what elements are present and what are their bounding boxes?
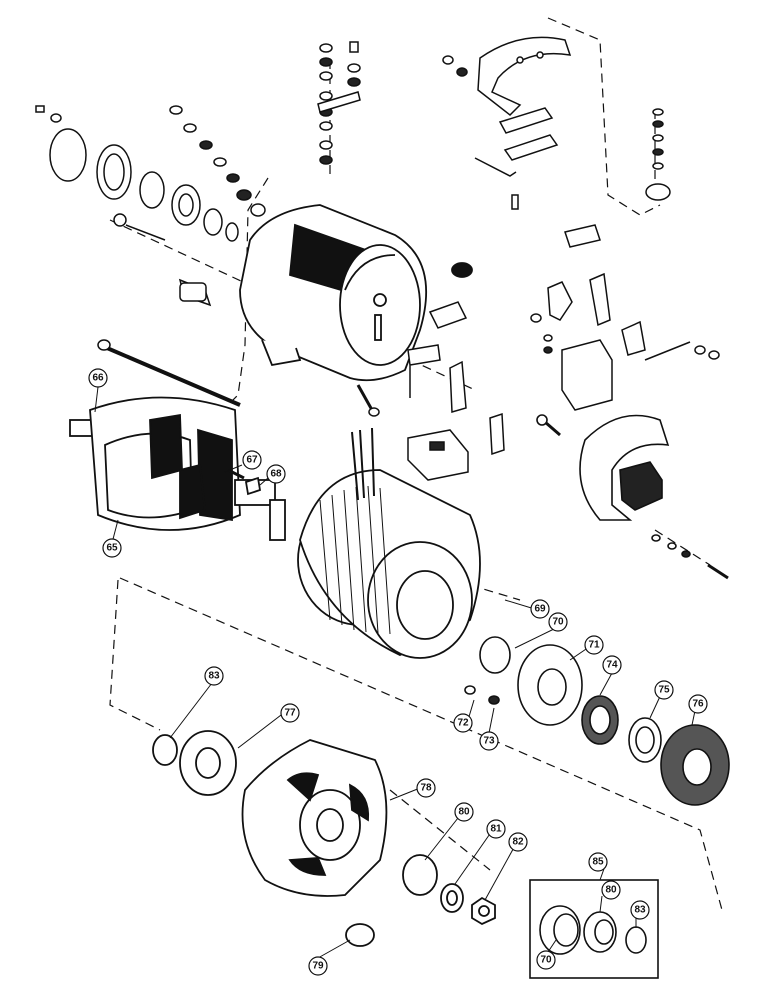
- callout-circle: [548, 612, 568, 632]
- callout-label: 85: [592, 857, 604, 868]
- callout-label: 81: [490, 824, 502, 835]
- callout-circle: [308, 956, 328, 976]
- callout-label: 70: [540, 955, 552, 966]
- rotor-assembly: [69, 396, 286, 541]
- callout-circle: [654, 680, 674, 700]
- callout-circle: [602, 655, 622, 675]
- callout-65: 65: [102, 538, 122, 558]
- callout-circle: [266, 464, 286, 484]
- alternator-frame-housing: [239, 204, 473, 382]
- callout-circle: [601, 880, 621, 900]
- callout-70: 70: [548, 612, 568, 632]
- callout-79: 79: [308, 956, 328, 976]
- callout-circle: [508, 832, 528, 852]
- callout-circle: [530, 599, 550, 619]
- callout-label: 66: [92, 373, 104, 384]
- terminal-hardware-stack: [317, 41, 361, 165]
- callout-label: 75: [658, 685, 670, 696]
- callout-72: 72: [453, 713, 473, 733]
- callout-83: 83: [204, 666, 224, 686]
- callout-label: 74: [606, 660, 618, 671]
- callout-bubbles: 65 66 67 68 69 70 71 72 73 74 75 76 77 78 79 80 81 82 83 85…: [88, 368, 708, 976]
- callout-label: 71: [588, 640, 600, 651]
- callout-74: 74: [602, 655, 622, 675]
- callout-circle: [204, 666, 224, 686]
- callout-circle: [416, 778, 436, 798]
- callout-circle: [486, 819, 506, 839]
- callout-label: 80: [458, 807, 470, 818]
- callout-label: 78: [420, 783, 432, 794]
- callout-label: 82: [512, 837, 524, 848]
- callout-76: 76: [688, 694, 708, 714]
- callout-label: 83: [208, 671, 220, 682]
- callout-85: 85: [588, 852, 608, 872]
- callout-75: 75: [654, 680, 674, 700]
- callout-label: 77: [284, 708, 296, 719]
- callout-circle: [588, 852, 608, 872]
- callout-69: 69: [530, 599, 550, 619]
- callout-circle: [280, 703, 300, 723]
- callout-label: 83: [634, 905, 646, 916]
- callout-circle: [630, 900, 650, 920]
- callout-label: 72: [457, 718, 469, 729]
- callout-label: 65: [106, 543, 118, 554]
- callout-label: 79: [312, 961, 324, 972]
- callout-68: 68: [266, 464, 286, 484]
- kit-callout-70: 70: [536, 950, 556, 970]
- kit-callout-83: 83: [630, 900, 650, 920]
- rectifier-heat-sink: [536, 414, 729, 580]
- end-cover-and-bearing: [35, 105, 266, 307]
- callout-circle: [536, 950, 556, 970]
- brush-and-diode-parts: [97, 224, 720, 481]
- callout-67: 67: [242, 450, 262, 470]
- callout-circle: [242, 450, 262, 470]
- drive-end-bearing-parts: [464, 636, 730, 806]
- callout-label: 70: [552, 617, 564, 628]
- callout-label: 73: [483, 736, 495, 747]
- callout-circle: [454, 802, 474, 822]
- service-kit-box: [529, 879, 659, 979]
- callout-label: 68: [270, 469, 282, 480]
- callout-73: 73: [479, 731, 499, 751]
- callout-circle: [88, 368, 108, 388]
- callout-label: 80: [605, 885, 617, 896]
- callout-circle: [584, 635, 604, 655]
- callout-circle: [688, 694, 708, 714]
- callout-80: 80: [454, 802, 474, 822]
- callout-label: 76: [692, 699, 704, 710]
- callout-circle: [453, 713, 473, 733]
- callout-label: 67: [246, 455, 258, 466]
- callout-78: 78: [416, 778, 436, 798]
- callout-82: 82: [508, 832, 528, 852]
- brush-holder-cover: [442, 36, 671, 210]
- callout-77: 77: [280, 703, 300, 723]
- callout-label: 69: [534, 604, 546, 615]
- callout-circle: [479, 731, 499, 751]
- callout-circle: [102, 538, 122, 558]
- stator-assembly: [297, 427, 481, 659]
- callout-71: 71: [584, 635, 604, 655]
- callout-66: 66: [88, 368, 108, 388]
- kit-callout-80: 80: [601, 880, 621, 900]
- callout-81: 81: [486, 819, 506, 839]
- drive-end-frame: [152, 730, 496, 947]
